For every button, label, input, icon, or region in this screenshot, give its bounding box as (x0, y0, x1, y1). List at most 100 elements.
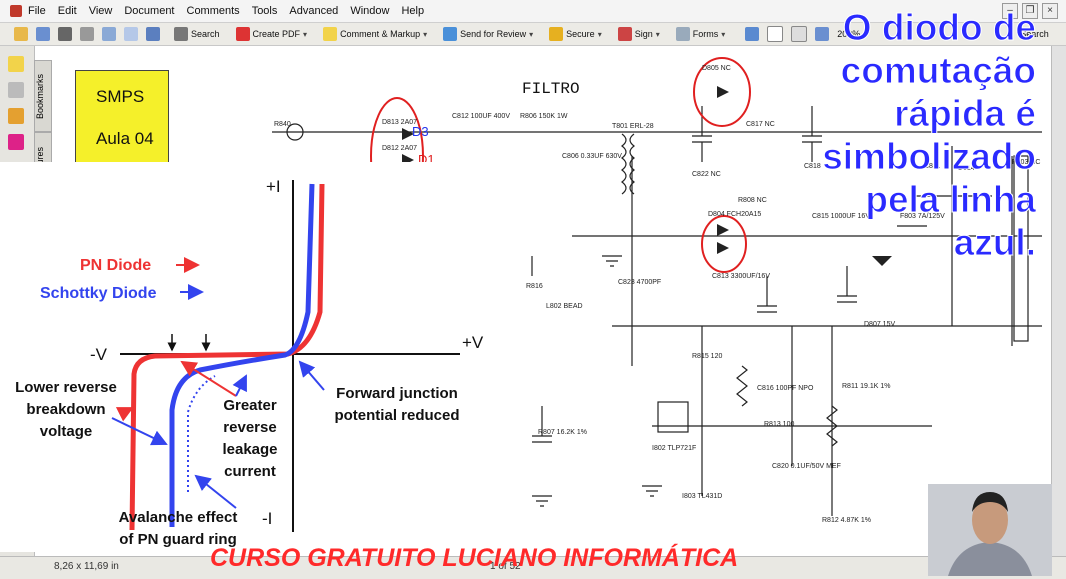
arrow-blue (111, 417, 168, 446)
chevron-down-icon: ▾ (721, 29, 726, 39)
fit-page-icon[interactable] (791, 26, 808, 42)
axis-label-plus-v: +V (462, 333, 484, 352)
schematic-label: C811 (924, 163, 940, 170)
pages-icon[interactable] (8, 134, 24, 150)
lock-icon (549, 27, 564, 41)
schematic-label: R808 NC (738, 197, 767, 204)
schematic-label: R813 100 (764, 421, 794, 428)
globe-icon[interactable] (146, 27, 160, 41)
schematic-label: R806 150K 1W (520, 113, 568, 120)
guard-ring-curve (187, 375, 216, 492)
menu-file[interactable]: File (28, 5, 46, 17)
chevron-down-icon: ▾ (303, 29, 308, 39)
chevron-down-icon: ▾ (597, 29, 602, 39)
send-review-button[interactable]: Send for Review▾ (439, 27, 533, 41)
schematic-label: C812 100UF 400V (452, 113, 510, 120)
menu-edit[interactable]: Edit (57, 5, 77, 17)
schematic-label: R815 120 (692, 353, 722, 360)
chevron-down-icon: ▾ (529, 29, 534, 39)
arrow-red (115, 407, 134, 422)
person-hair (972, 492, 1008, 512)
menu-help[interactable]: Help (401, 5, 425, 17)
forms-button[interactable]: Forms▾ (672, 27, 726, 41)
menu-window[interactable]: Window (350, 5, 390, 17)
comment-icon[interactable] (8, 56, 24, 72)
send-review-icon (443, 27, 458, 41)
schematic-label: C816 100PF NPO (757, 385, 814, 392)
close-icon[interactable]: × (1042, 3, 1058, 19)
schematic-label: D814 (958, 165, 975, 172)
schematic-label: C813 3300UF/16V (712, 273, 770, 280)
tab-bookmarks[interactable]: Bookmarks (34, 60, 52, 132)
schematic-label: F803 7A/125V (900, 213, 945, 220)
diode-iv-graph: +I -V +V -I PN Diode Schottky Diode Lowe… (0, 162, 525, 552)
menu-bar: File Edit View Document Comments Tools A… (0, 0, 1066, 23)
print-icon[interactable] (80, 27, 94, 41)
page-icon[interactable] (767, 26, 784, 42)
zoom-out-icon[interactable] (815, 27, 830, 41)
annotation-avalanche: Avalanche effect (119, 509, 238, 526)
person-face (972, 496, 1008, 544)
menu-comments[interactable]: Comments (186, 5, 240, 17)
pen-icon (617, 27, 632, 41)
attach-icon[interactable] (124, 27, 138, 41)
minimize-icon[interactable]: – (1002, 3, 1018, 19)
email-icon[interactable] (102, 27, 116, 41)
slide-title: SMPS (96, 87, 145, 106)
schematic-label: C817 NC (746, 121, 775, 128)
schematic-label: R816 (526, 283, 543, 290)
attachment-icon[interactable] (8, 108, 24, 124)
restore-icon[interactable]: ❐ (1022, 3, 1038, 19)
arrow-red (180, 360, 237, 397)
save-icon[interactable] (58, 27, 72, 41)
search-right-label[interactable]: Search (1020, 29, 1049, 39)
menu-document[interactable]: Document (124, 5, 175, 17)
pn-diode-curve (129, 183, 325, 531)
svg-text:current: current (224, 463, 276, 480)
svg-text:of PN guard ring: of PN guard ring (119, 531, 237, 548)
schematic-label: T801 ERL-28 (612, 123, 654, 130)
create-pdf-button[interactable]: Create PDF▾ (232, 27, 308, 41)
open-folder-icon[interactable] (14, 27, 28, 41)
course-banner: CURSO GRATUITO LUCIANO INFORMÁTICA (210, 544, 739, 572)
arrow-blue (194, 474, 237, 509)
menu-tools[interactable]: Tools (251, 5, 278, 17)
schematic-label: C818 (804, 163, 821, 170)
schematic-label: D804 FCH20A15 (708, 211, 761, 218)
organizer-icon[interactable] (36, 27, 50, 41)
zoom-field[interactable]: 200% (837, 29, 861, 39)
search-button[interactable]: Search (170, 27, 220, 41)
schottky-diode-curve (169, 183, 315, 527)
schematic-label: I802 TLP721F (652, 445, 696, 452)
comment-icon (323, 27, 338, 41)
webcam-overlay (928, 484, 1052, 576)
schematic-label: R812 4.87K 1% (822, 517, 871, 524)
comment-markup-button[interactable]: Comment & Markup▾ (319, 27, 427, 41)
menu-advanced[interactable]: Advanced (289, 5, 339, 17)
hand-tool-icon[interactable] (8, 82, 24, 98)
sign-button[interactable]: Sign▾ (614, 27, 660, 41)
annotation-lower-reverse: Lower reverse (15, 379, 117, 396)
legend-schottky-diode: Schottky Diode (40, 285, 157, 302)
forms-icon (675, 27, 690, 41)
binoculars-icon (174, 27, 188, 41)
secure-button[interactable]: Secure▾ (545, 27, 602, 41)
annotation-greater-reverse: Greater (223, 397, 277, 414)
svg-text:reverse: reverse (223, 419, 276, 436)
svg-text:breakdown: breakdown (26, 401, 105, 418)
overlay-caption: O diodo de comutação rápida é simbolizad… (822, 7, 1037, 264)
filtro-label: FILTRO (522, 80, 580, 98)
axis-label-plus-i: +I (266, 177, 281, 196)
vertical-scrollbar[interactable] (1051, 46, 1066, 556)
svg-text:voltage: voltage (40, 423, 93, 440)
page-counter[interactable]: 1 of 52 (490, 561, 521, 572)
schematic-label: I803 TL431D (682, 493, 722, 500)
legend-pn-diode: PN Diode (80, 257, 151, 274)
schematic-label: C822 NC (692, 171, 721, 178)
menu-view[interactable]: View (88, 5, 113, 17)
toolbar: Search Create PDF▾ Comment & Markup▾ Sen… (0, 23, 1066, 46)
schematic-label: P803 NC (1012, 159, 1040, 166)
zoom-in-icon[interactable] (745, 27, 760, 41)
svg-text:leakage: leakage (222, 441, 277, 458)
schematic-label: C815 1000UF 16V (812, 213, 870, 220)
